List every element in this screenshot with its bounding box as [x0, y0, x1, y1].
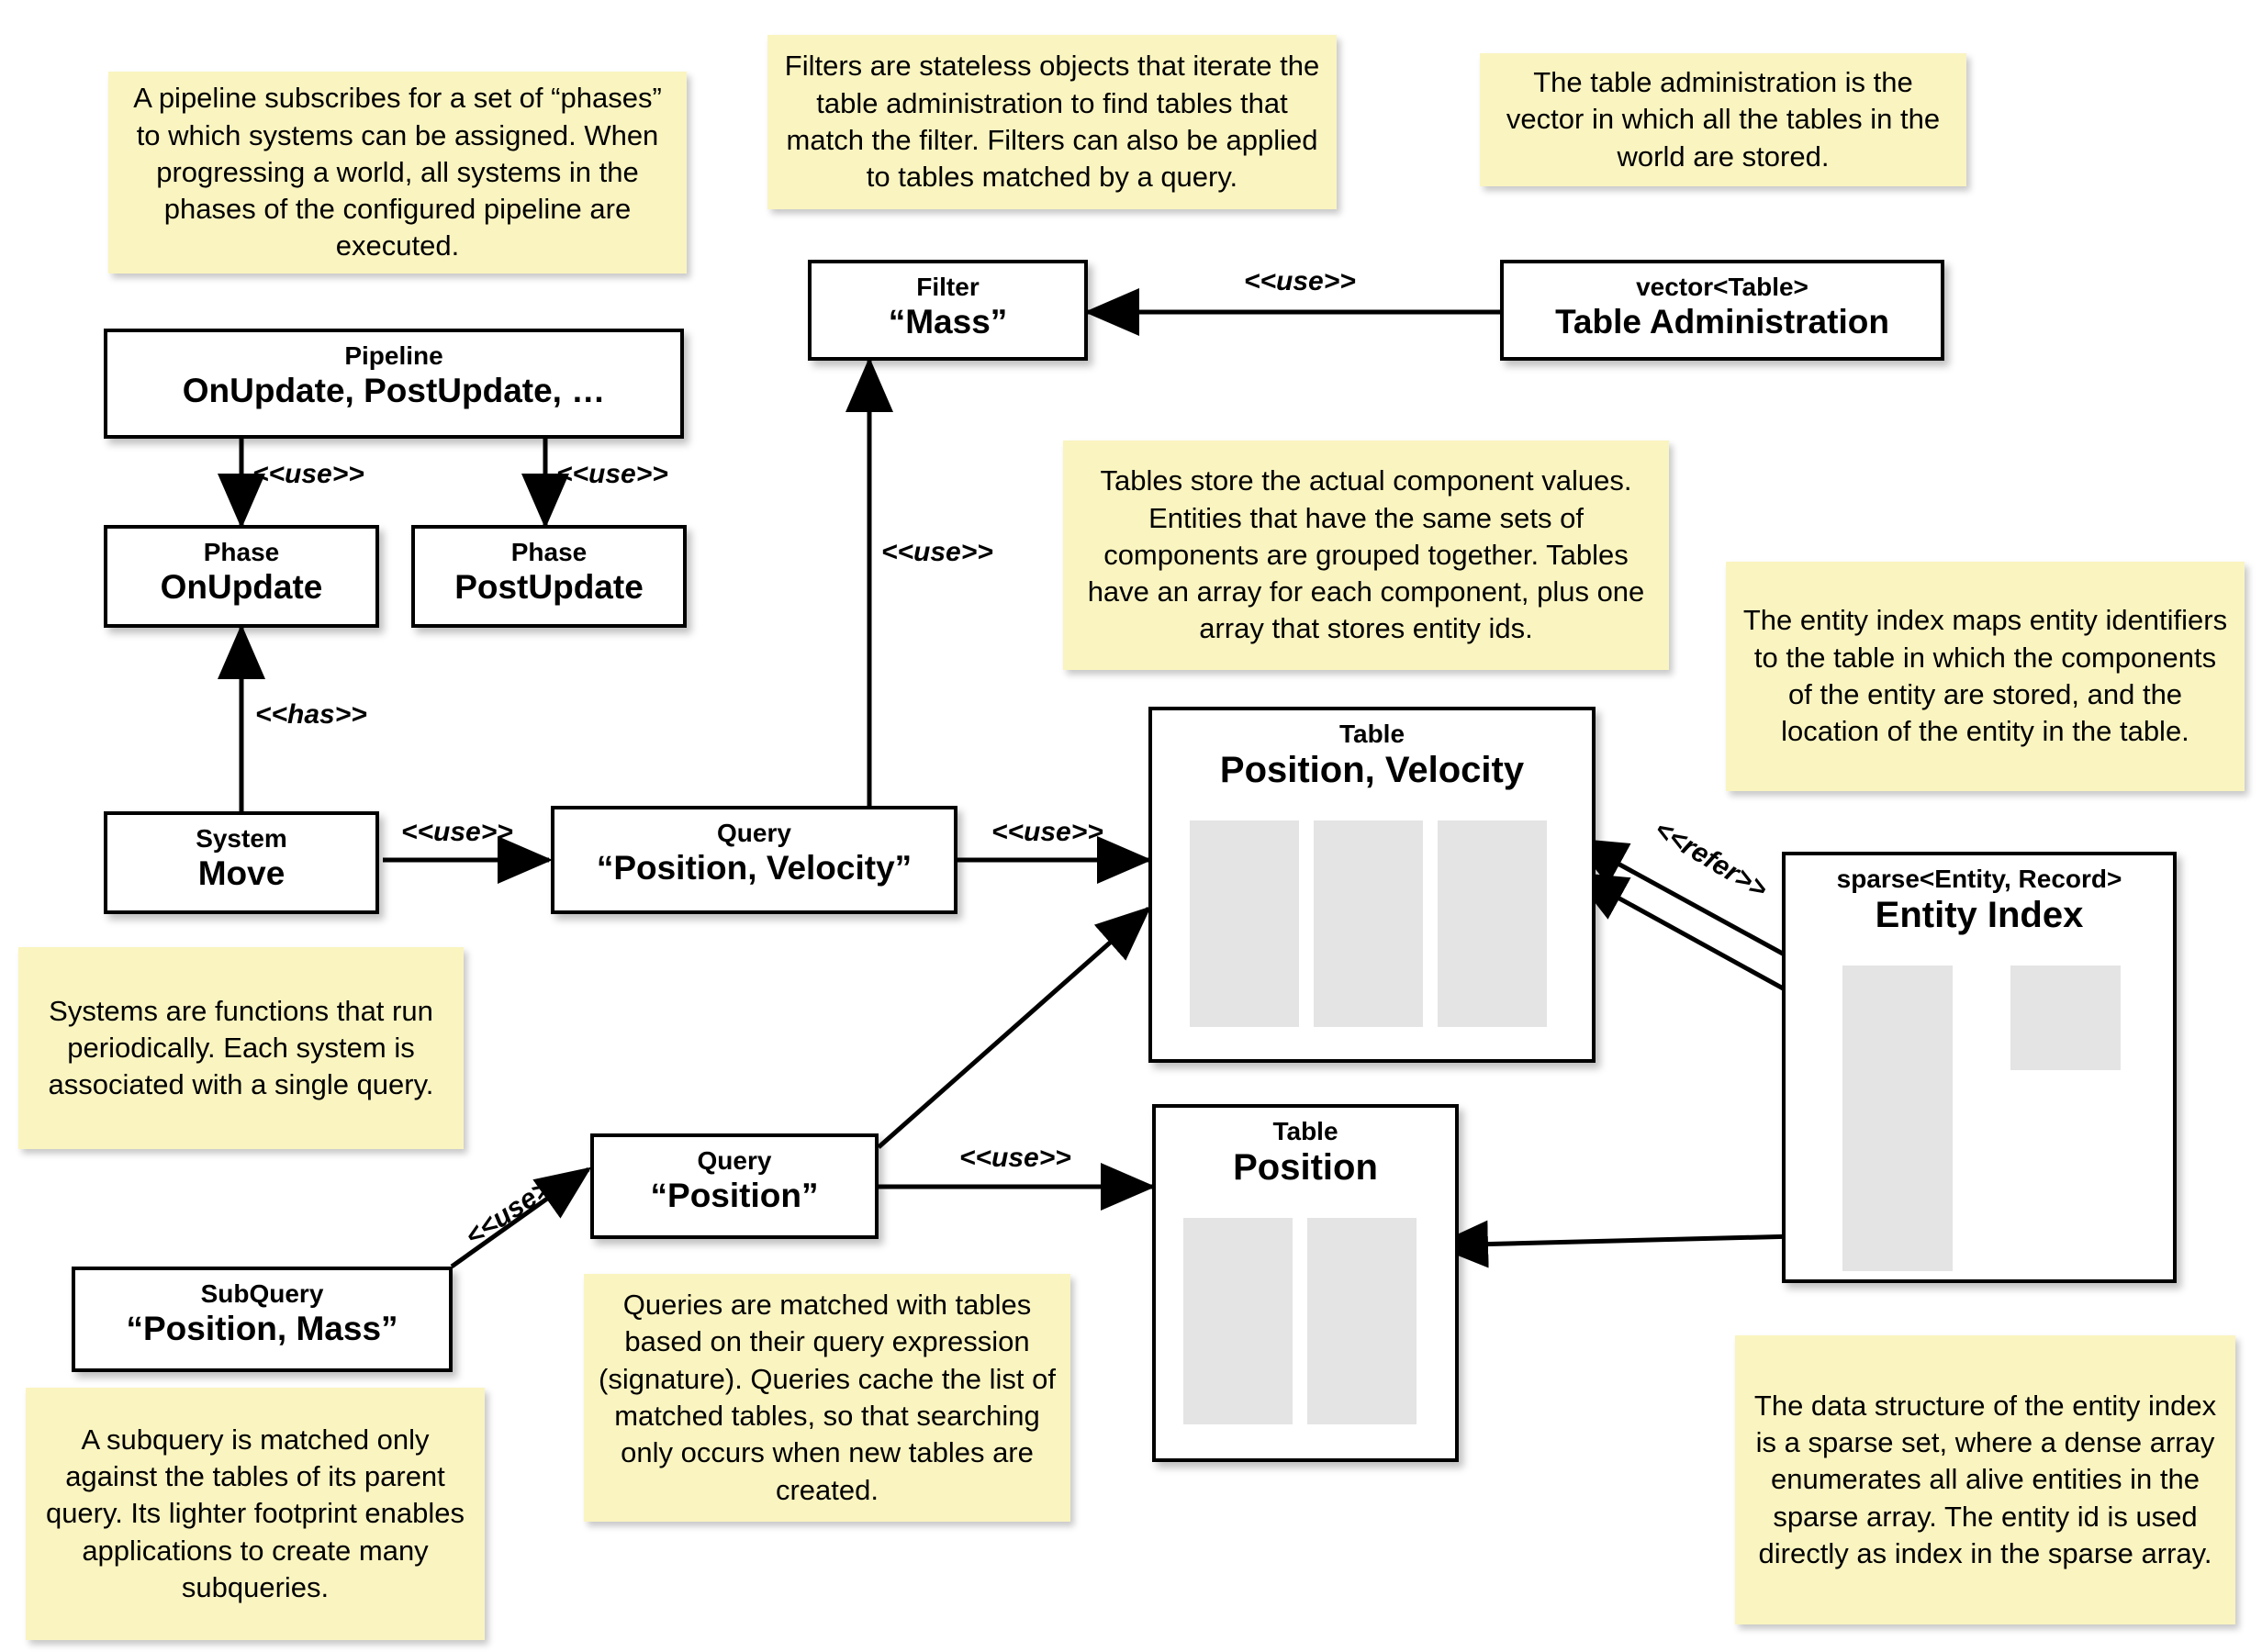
uml-name: Position, Velocity: [1219, 750, 1525, 791]
uml-stereotype: Table: [1338, 720, 1405, 748]
note-text: The entity index maps entity identifiers…: [1742, 604, 2228, 748]
uml-box-query-position[interactable]: Query “Position”: [590, 1133, 879, 1239]
uml-box-filter-mass[interactable]: Filter “Mass”: [808, 260, 1088, 361]
edge-label-tableadmin-uses-filter: <<use>>: [1244, 266, 1356, 296]
uml-stereotype: sparse<Entity, Record>: [1836, 865, 2122, 893]
edge-label-system-has-phase: <<has>>: [255, 699, 367, 730]
table-column-bar: [1438, 820, 1547, 1027]
note-systems: Systems are functions that run periodica…: [18, 947, 464, 1149]
note-entity-index: The entity index maps entity identifiers…: [1726, 562, 2245, 791]
uml-name: OnUpdate: [160, 568, 323, 607]
dense-array-bar: [2010, 966, 2121, 1070]
table-column-bar: [1190, 820, 1299, 1027]
table-column-bar: [1307, 1218, 1417, 1424]
uml-stereotype: Query: [717, 819, 791, 847]
uml-box-pipeline[interactable]: Pipeline OnUpdate, PostUpdate, …: [104, 329, 684, 439]
uml-box-subquery-position-mass[interactable]: SubQuery “Position, Mass”: [72, 1267, 453, 1372]
note-queries: Queries are matched with tables based on…: [584, 1274, 1070, 1522]
note-text: A pipeline subscribes for a set of “phas…: [133, 82, 662, 262]
uml-stereotype: Query: [697, 1146, 772, 1175]
uml-box-phase-postupdate[interactable]: Phase PostUpdate: [411, 525, 687, 628]
note-text: Queries are matched with tables based on…: [599, 1289, 1056, 1506]
uml-box-table-position[interactable]: Table Position: [1152, 1104, 1459, 1462]
uml-box-table-administration[interactable]: vector<Table> Table Administration: [1500, 260, 1944, 361]
uml-name: “Mass”: [888, 303, 1008, 341]
uml-stereotype: vector<Table>: [1636, 273, 1808, 301]
uml-name: Position: [1233, 1147, 1378, 1189]
table-columns-position: [1183, 1218, 1417, 1424]
uml-name: Move: [197, 854, 286, 893]
uml-name: “Position, Mass”: [126, 1310, 398, 1348]
edge-label-system-uses-query: <<use>>: [401, 817, 513, 847]
uml-name: Entity Index: [1875, 895, 2084, 936]
edge-querypos-uses-tableposvel: [877, 906, 1151, 1149]
edge-label-queryposvel-uses-table: <<use>>: [991, 817, 1103, 847]
uml-name: “Position”: [650, 1177, 819, 1215]
edge-label-entityindex-refers-tables: <<refer>>: [1649, 814, 1773, 905]
table-column-bar: [1314, 820, 1423, 1027]
note-text: Tables store the actual component values…: [1087, 464, 1645, 645]
uml-name: Table Administration: [1555, 303, 1889, 341]
note-subquery: A subquery is matched only against the t…: [26, 1388, 485, 1640]
note-pipeline: A pipeline subscribes for a set of “phas…: [108, 72, 687, 273]
note-sparse-set: The data structure of the entity index i…: [1735, 1335, 2235, 1624]
uml-box-query-position-velocity[interactable]: Query “Position, Velocity”: [551, 806, 957, 914]
uml-stereotype: SubQuery: [200, 1279, 324, 1308]
uml-box-phase-onupdate[interactable]: Phase OnUpdate: [104, 525, 379, 628]
note-text: The table administration is the vector i…: [1506, 66, 1941, 173]
uml-stereotype: Phase: [510, 538, 588, 566]
uml-box-table-position-velocity[interactable]: Table Position, Velocity: [1148, 707, 1596, 1063]
edge-label-querypos-uses-tablepos: <<use>>: [959, 1143, 1071, 1173]
note-table-admin: The table administration is the vector i…: [1480, 53, 1966, 186]
note-tables: Tables store the actual component values…: [1063, 441, 1669, 670]
note-text: Systems are functions that run periodica…: [48, 994, 434, 1101]
note-text: The data structure of the entity index i…: [1753, 1389, 2217, 1569]
sparse-array-bar: [1842, 966, 1953, 1271]
edge-label-pipeline-to-postupdate: <<use>>: [556, 459, 668, 489]
uml-stereotype: Pipeline: [344, 341, 443, 370]
table-column-bar: [1183, 1218, 1293, 1424]
uml-name: PostUpdate: [454, 568, 644, 607]
uml-stereotype: Phase: [203, 538, 280, 566]
note-text: A subquery is matched only against the t…: [45, 1423, 465, 1603]
uml-stereotype: System: [196, 824, 287, 853]
edge-label-query-uses-filter: <<use>>: [881, 537, 993, 567]
uml-name: “Position, Velocity”: [596, 849, 913, 887]
uml-name: OnUpdate, PostUpdate, …: [182, 372, 606, 410]
edge-label-pipeline-to-onupdate: <<use>>: [252, 459, 364, 489]
table-columns-position-velocity: [1190, 820, 1547, 1027]
uml-stereotype: Filter: [916, 273, 980, 301]
uml-stereotype: Table: [1272, 1117, 1338, 1145]
uml-box-system-move[interactable]: System Move: [104, 811, 379, 914]
uml-box-entity-index[interactable]: sparse<Entity, Record> Entity Index: [1782, 852, 2177, 1283]
note-filters: Filters are stateless objects that itera…: [767, 35, 1337, 209]
note-text: Filters are stateless objects that itera…: [784, 50, 1320, 194]
edge-label-subquery-uses-query: <<use>>: [459, 1164, 570, 1253]
